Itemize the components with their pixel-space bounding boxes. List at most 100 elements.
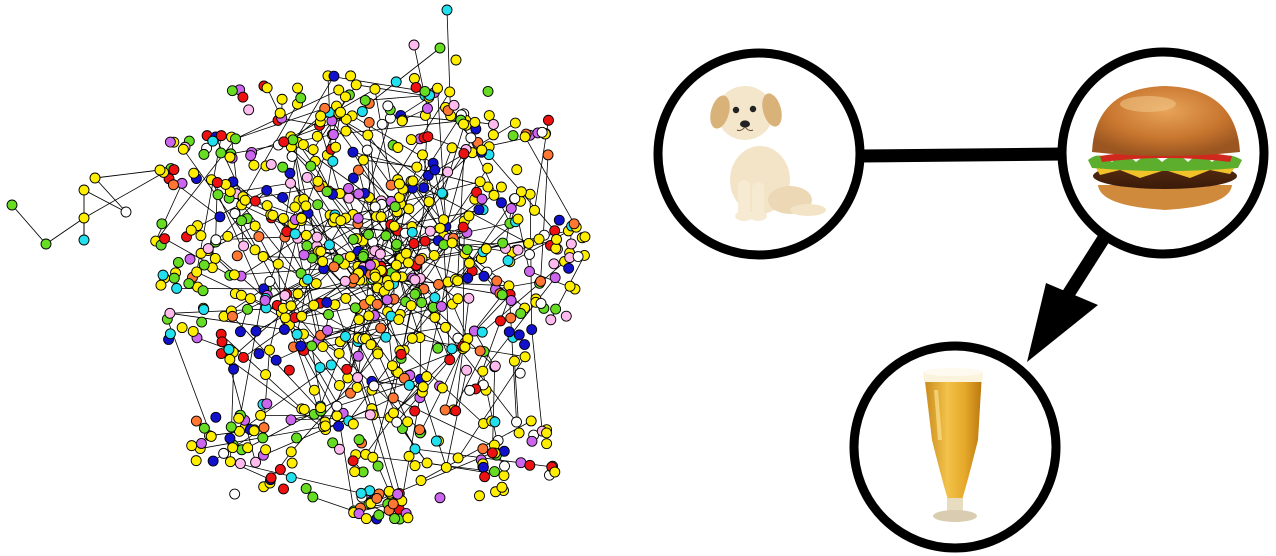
network-node	[249, 160, 259, 170]
network-node	[165, 137, 175, 147]
network-node	[177, 323, 187, 333]
network-node	[348, 147, 358, 157]
network-edge	[95, 170, 160, 178]
network-node	[197, 317, 207, 327]
network-node	[309, 300, 319, 310]
network-node	[412, 162, 422, 172]
network-node	[239, 241, 249, 251]
network-node	[365, 260, 375, 270]
network-node	[375, 249, 385, 259]
network-node	[262, 83, 272, 93]
network-node	[435, 223, 445, 233]
network-node	[165, 308, 175, 318]
network-node	[259, 423, 269, 433]
network-node	[447, 344, 457, 354]
network-node	[525, 460, 535, 470]
network-node	[463, 273, 473, 283]
network-node	[566, 239, 576, 249]
network-node	[302, 172, 312, 182]
network-node	[478, 366, 488, 376]
network-node	[483, 163, 493, 173]
network-node	[431, 436, 441, 446]
network-node	[287, 151, 297, 161]
network-node	[199, 304, 209, 314]
network-node	[235, 458, 245, 468]
network-node	[387, 361, 397, 371]
network-node	[331, 142, 341, 152]
concept-graph	[658, 52, 1264, 548]
network-node	[280, 291, 290, 301]
network-node	[357, 106, 367, 116]
network-node	[278, 162, 288, 172]
network-node	[160, 234, 170, 244]
network-node	[364, 311, 374, 321]
network-node	[561, 311, 571, 321]
network-node	[509, 356, 519, 366]
network-node	[477, 145, 487, 155]
network-node	[262, 201, 272, 211]
network-node	[542, 439, 552, 449]
network-node	[470, 117, 480, 127]
network-node	[488, 119, 498, 129]
network-node	[504, 327, 514, 337]
network-node	[499, 446, 509, 456]
network-node	[290, 229, 300, 239]
network-node	[550, 467, 560, 477]
network-node	[189, 168, 199, 178]
network-node	[251, 457, 261, 467]
network-node	[301, 230, 311, 240]
network-node	[186, 225, 196, 235]
network-node	[348, 456, 358, 466]
network-node	[322, 187, 332, 197]
network-node	[534, 234, 544, 244]
network-node	[341, 293, 351, 303]
network-node	[271, 355, 281, 365]
network-node	[381, 332, 391, 342]
network-node	[229, 270, 239, 280]
network-node	[340, 92, 350, 102]
network-node	[410, 406, 420, 416]
network-node	[322, 298, 332, 308]
network-node	[206, 431, 216, 441]
network-node	[417, 297, 427, 307]
network-node	[546, 315, 556, 325]
network-node	[358, 252, 368, 262]
network-node	[394, 315, 404, 325]
network-node	[376, 323, 386, 333]
network-node	[436, 301, 446, 311]
network-node	[458, 222, 468, 232]
network-node	[391, 260, 401, 270]
network-node	[231, 134, 241, 144]
network-node	[475, 346, 485, 356]
network-node	[316, 403, 326, 413]
network-node	[525, 249, 535, 259]
network-node	[226, 422, 236, 432]
network-node	[329, 262, 339, 272]
network-node	[364, 117, 374, 127]
network-node	[551, 243, 561, 253]
network-node	[527, 325, 537, 335]
network-node	[268, 210, 278, 220]
network-node	[408, 176, 418, 186]
network-node	[196, 231, 206, 241]
network-node	[356, 488, 366, 498]
network-node	[313, 176, 323, 186]
network-node	[388, 393, 398, 403]
network-node	[348, 173, 358, 183]
network-node	[334, 380, 344, 390]
network-node	[424, 197, 434, 207]
network-node	[441, 322, 451, 332]
network-node	[429, 250, 439, 260]
network-node	[465, 385, 475, 395]
network-node	[406, 301, 416, 311]
network-node	[188, 326, 198, 336]
network-node	[334, 421, 344, 431]
network-node	[435, 43, 445, 53]
network-node	[483, 86, 493, 96]
network-node	[543, 150, 553, 160]
network-node	[447, 238, 457, 248]
network-edge	[95, 178, 126, 212]
network-node	[262, 399, 272, 409]
network-node	[487, 448, 497, 458]
network-node	[389, 221, 399, 231]
